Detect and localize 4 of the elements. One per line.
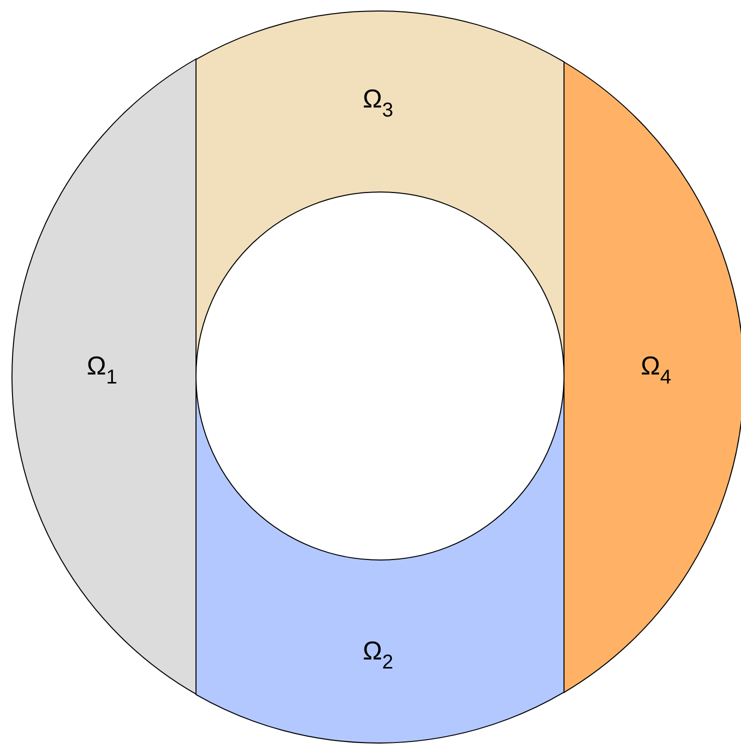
region-label: Ω$_{1}$ bbox=[86, 350, 118, 390]
region-label: Ω$_{4}$ bbox=[640, 350, 672, 390]
region-label: Ω$_{3}$ bbox=[362, 84, 394, 122]
region-label: Ω$_{2}$ bbox=[362, 636, 394, 674]
